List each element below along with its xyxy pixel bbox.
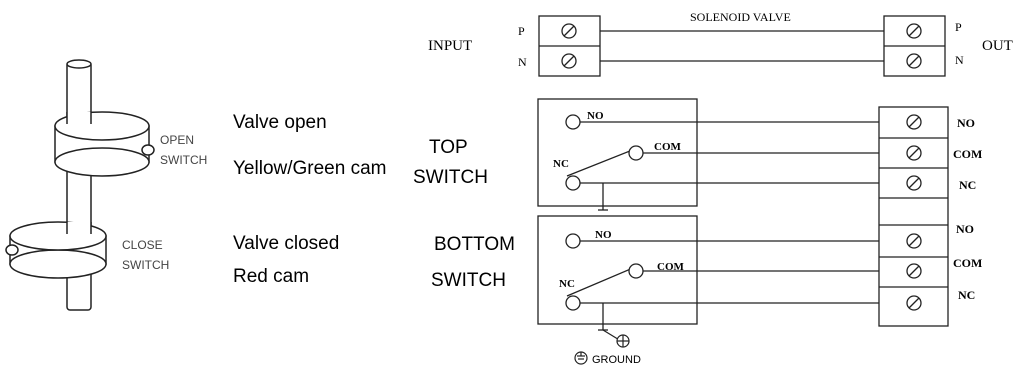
terminal-top-no: NO [957, 116, 975, 130]
screw-icon [906, 114, 922, 130]
shaft-top [66, 59, 92, 69]
input-label: INPUT [428, 38, 472, 54]
bottom-com-label: COM [657, 261, 685, 273]
bottom-no-label: NO [595, 229, 612, 241]
valve-open-text: Valve open [233, 112, 327, 133]
screw-icon [906, 295, 922, 311]
terminal-top-nc: NC [959, 178, 976, 192]
screw-icon [561, 23, 577, 39]
top-nc-label: NC [553, 158, 569, 170]
bottom-nc-label: NC [559, 278, 575, 290]
open-switch-label-line1: OPEN [160, 133, 194, 147]
screw-icon [906, 23, 922, 39]
close-switch-cam [5, 221, 107, 279]
open-switch-label-line2: SWITCH [160, 153, 207, 167]
ground-icon [574, 329, 630, 365]
terminal-top-com: COM [953, 147, 982, 161]
output-n-label: N [955, 53, 964, 67]
solenoid-wires [600, 30, 884, 62]
out-label: OUT [982, 38, 1013, 54]
terminal-bottom-com: COM [953, 256, 982, 270]
red-cam-text: Red cam [233, 266, 309, 287]
close-switch-label-line1: CLOSE [122, 238, 163, 252]
valve-closed-text: Valve closed [233, 233, 339, 254]
terminal-bottom-no: NO [956, 222, 974, 236]
bottom-switch-box [537, 215, 698, 325]
screw-icon [906, 175, 922, 191]
terminal-bottom-nc: NC [958, 288, 975, 302]
bottom-switch-label-line2: SWITCH [431, 270, 506, 291]
yellow-green-cam-text: Yellow/Green cam [233, 158, 386, 179]
input-terminal-block [538, 15, 601, 77]
top-switch-label-line1: TOP [429, 137, 468, 158]
top-switch-label-line2: SWITCH [413, 167, 488, 188]
valve-shaft-assembly [5, 59, 155, 311]
output-terminal-block [883, 15, 946, 77]
close-switch-label-line2: SWITCH [122, 258, 169, 272]
ground-label: GROUND [592, 354, 641, 366]
bottom-switch-contacts [565, 233, 879, 331]
input-p-label: P [518, 24, 525, 38]
terminal-strip [878, 106, 949, 327]
bottom-switch-label-line1: BOTTOM [434, 234, 515, 255]
top-switch-contacts [565, 114, 879, 211]
input-n-label: N [518, 55, 527, 69]
screw-icon [906, 233, 922, 249]
screw-icon [906, 145, 922, 161]
output-p-label: P [955, 20, 962, 34]
open-switch-cam [54, 111, 155, 177]
screw-icon [906, 53, 922, 69]
solenoid-valve-title: SOLENOID VALVE [690, 10, 791, 24]
top-no-label: NO [587, 110, 604, 122]
top-com-label: COM [654, 141, 682, 153]
screw-icon [561, 53, 577, 69]
screw-icon [906, 263, 922, 279]
